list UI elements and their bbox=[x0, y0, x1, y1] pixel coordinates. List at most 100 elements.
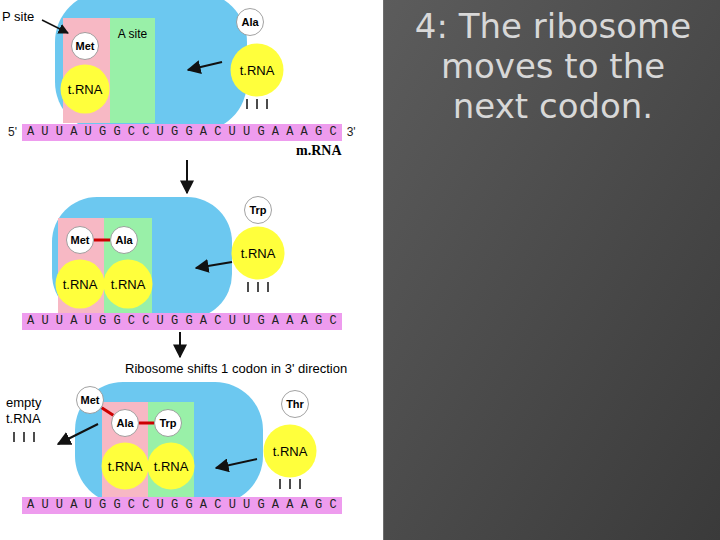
node-text: t.RNA bbox=[273, 445, 308, 458]
exit-arrow bbox=[58, 424, 98, 444]
anticodon-mark bbox=[266, 99, 268, 109]
circle-shape bbox=[102, 443, 149, 490]
node-text: A U U A U G G C C U G G A C U U G A A A … bbox=[22, 124, 342, 141]
trna-circle: t.RNA bbox=[263, 424, 317, 478]
anticodon-mark bbox=[279, 479, 281, 489]
circle-shape bbox=[112, 410, 139, 437]
circle-shape bbox=[61, 65, 110, 114]
circle-shape bbox=[72, 33, 99, 60]
anticodon-mark bbox=[13, 432, 15, 442]
amino-acid-circle: Ala bbox=[236, 8, 264, 36]
ribosome bbox=[75, 382, 263, 504]
amino-acid-circle: Ala bbox=[111, 409, 139, 437]
mrna-strip: A U U A U G G C C U G G A C U U G A A A … bbox=[22, 313, 342, 330]
node-text: A site bbox=[118, 27, 147, 41]
amino-acid-circle: Thr bbox=[281, 390, 309, 418]
node-text: A U U A U G G C C U G G A C U U G A A A … bbox=[22, 313, 342, 330]
panel-edge bbox=[383, 0, 384, 540]
anticodon-marks bbox=[248, 282, 268, 292]
anticodon-mark bbox=[257, 282, 259, 292]
anticodon-mark bbox=[23, 432, 25, 442]
anticodon-marks bbox=[14, 432, 300, 489]
trna-circle: t.RNA bbox=[230, 43, 284, 97]
title-panel bbox=[383, 0, 720, 540]
trna-circle: t.RNA bbox=[101, 442, 149, 490]
node-text: Ala bbox=[115, 235, 132, 246]
node-text: t.RNA bbox=[108, 460, 143, 473]
mrna-strip: A U U A U G G C C U G G A C U U G A A A … bbox=[22, 497, 342, 514]
ribosome bbox=[52, 197, 232, 319]
node-text: Ala bbox=[241, 17, 258, 28]
anticodon-mark bbox=[33, 432, 35, 442]
anticodon-mark bbox=[247, 282, 249, 292]
circle-shape bbox=[148, 443, 195, 490]
amino-acid-circle: Met bbox=[76, 386, 104, 414]
anticodon-mark bbox=[256, 99, 258, 109]
molecule-label: m.RNA bbox=[296, 142, 342, 160]
a-site-box bbox=[104, 218, 152, 314]
trna-label: empty t.RNA bbox=[6, 395, 58, 428]
node-text: t.RNA bbox=[111, 278, 146, 291]
entry-arrow bbox=[196, 262, 232, 268]
circle-shape bbox=[264, 425, 317, 478]
anticodon-mark bbox=[267, 282, 269, 292]
amino-acid-circle: Trp bbox=[154, 409, 182, 437]
peptide-bond bbox=[139, 422, 154, 425]
circle-shape bbox=[282, 391, 309, 418]
circle-shape bbox=[111, 227, 138, 254]
ribosome bbox=[55, 0, 247, 132]
trna-circle: t.RNA bbox=[231, 226, 285, 280]
entry-arrow bbox=[188, 62, 222, 70]
node-text: Thr bbox=[286, 399, 304, 410]
amino-acid-circle: Met bbox=[71, 32, 99, 60]
node-text: Met bbox=[76, 41, 95, 52]
node-text: 5' bbox=[3, 125, 22, 140]
node-text: A U U A U G G C C U G G A C U U G A A A … bbox=[22, 497, 342, 514]
node-text: t.RNA bbox=[241, 247, 276, 260]
mrna-strip: 5'A U U A U G G C C U G G A C U U G A A … bbox=[3, 124, 361, 141]
node-text: Trp bbox=[249, 205, 266, 216]
circle-shape bbox=[104, 260, 153, 309]
node-text: Ala bbox=[116, 418, 133, 429]
a-site-box: A site bbox=[110, 18, 155, 123]
circle-shape bbox=[237, 9, 264, 36]
step-arrow bbox=[186, 160, 188, 193]
amino-acid-circle: Trp bbox=[244, 196, 272, 224]
entry-arrow bbox=[216, 459, 257, 468]
node-text: t.RNA bbox=[154, 460, 189, 473]
trna-circle: t.RNA bbox=[55, 259, 105, 309]
node-text: t.RNA bbox=[240, 64, 275, 77]
trna-circle: t.RNA bbox=[60, 64, 110, 114]
amino-acid-circle: Ala bbox=[110, 226, 138, 254]
trna-circle: t.RNA bbox=[103, 259, 153, 309]
node-text: t.RNA bbox=[68, 83, 103, 96]
step-arrow bbox=[179, 332, 181, 357]
node-text: Met bbox=[81, 395, 100, 406]
circle-shape bbox=[77, 387, 104, 414]
circle-shape bbox=[56, 260, 105, 309]
anticodon-mark bbox=[289, 479, 291, 489]
trna-circle: t.RNA bbox=[147, 442, 195, 490]
anticodon-mark bbox=[299, 479, 301, 489]
amino-acid-circle: Met bbox=[66, 226, 94, 254]
slide-title: 4: The ribosome moves to the next codon. bbox=[413, 6, 693, 126]
circle-shape bbox=[232, 227, 285, 280]
anticodon-mark bbox=[246, 99, 248, 109]
circle-shape bbox=[67, 227, 94, 254]
node-text: Trp bbox=[159, 418, 176, 429]
site-label: P site bbox=[2, 9, 34, 25]
peptide-bond bbox=[94, 239, 110, 242]
p-site-box bbox=[102, 402, 148, 498]
node-text: 3' bbox=[342, 125, 361, 140]
circle-shape bbox=[155, 410, 182, 437]
anticodon-marks bbox=[247, 99, 267, 109]
circle-shape bbox=[231, 44, 284, 97]
a-site-box bbox=[148, 402, 194, 498]
circle-shape bbox=[245, 197, 272, 224]
peptide-bond bbox=[102, 408, 114, 416]
node-text: Met bbox=[71, 235, 90, 246]
node-text: t.RNA bbox=[63, 278, 98, 291]
pointer-arrow bbox=[42, 20, 68, 33]
step-caption: Ribosome shifts 1 codon in 3' direction bbox=[125, 361, 347, 377]
